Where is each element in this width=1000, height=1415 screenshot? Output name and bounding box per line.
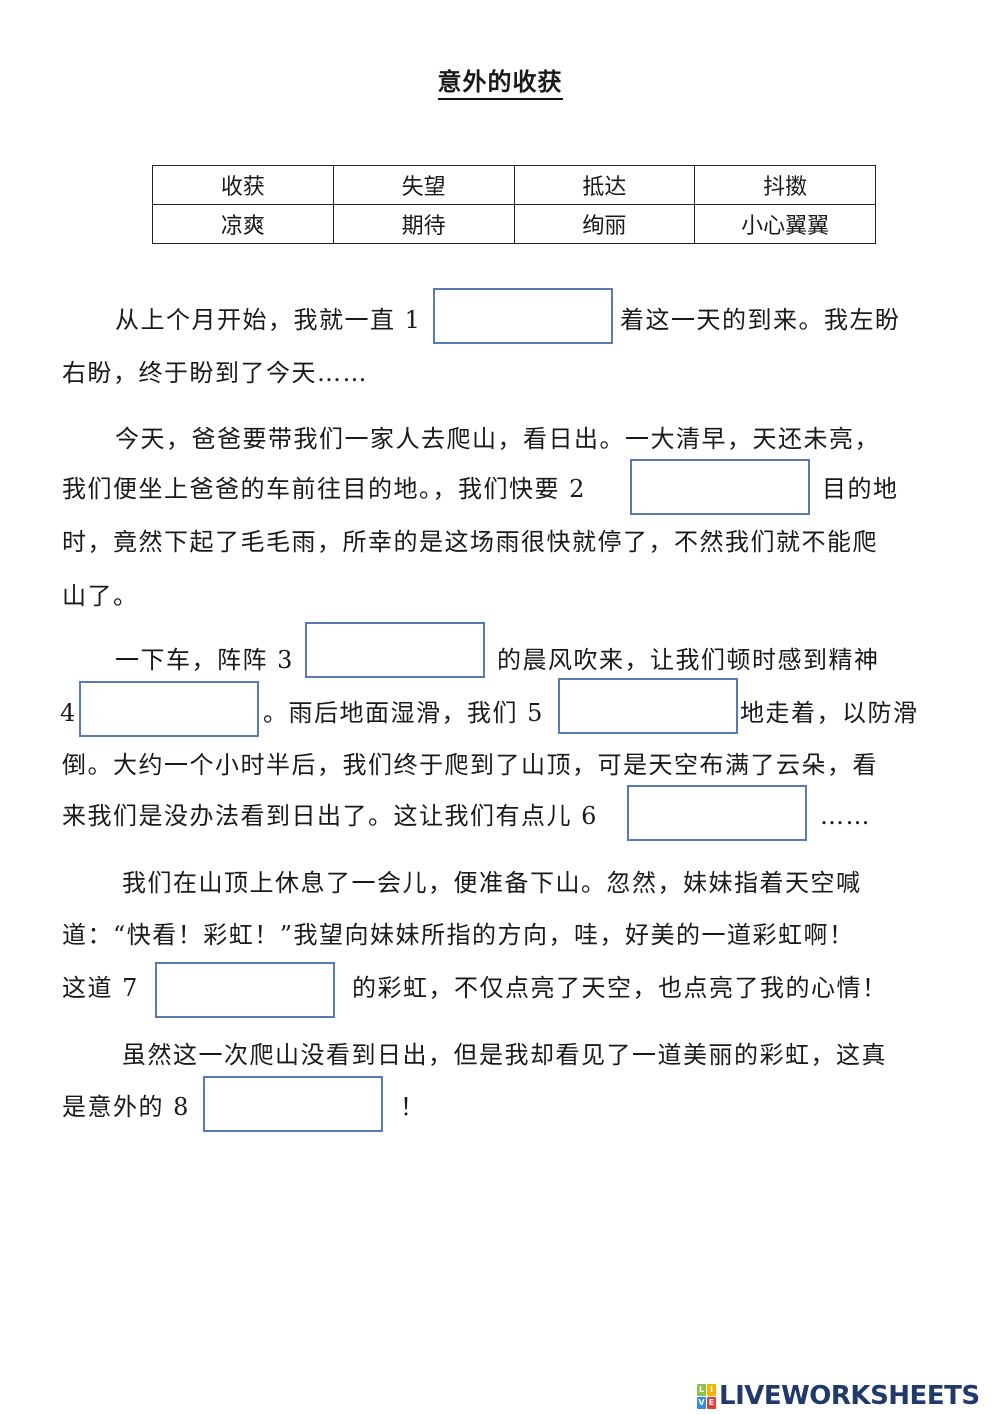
passage-text: 一下车，阵阵 3 bbox=[115, 646, 294, 674]
answer-blank-1[interactable] bbox=[433, 288, 613, 344]
word-bank-cell: 凉爽 bbox=[152, 204, 334, 244]
passage-text: 着这一天的到来。我左盼 bbox=[620, 306, 901, 334]
word-bank-cell: 绚丽 bbox=[513, 204, 696, 244]
answer-blank-6[interactable] bbox=[627, 785, 807, 841]
passage-text: 的晨风吹来，让我们顿时感到精神 bbox=[497, 646, 880, 674]
passage-text: 从上个月开始，我就一直 1 bbox=[115, 306, 422, 334]
passage-text: 地走着，以防滑 bbox=[740, 699, 919, 727]
passage-text: 右盼，终于盼到了今天…… bbox=[62, 359, 368, 387]
passage-text: 倒。大约一个小时半后，我们终于爬到了山顶，可是天空布满了云朵，看 bbox=[62, 751, 878, 779]
passage-text: 我们便坐上爸爸的车前往目的地。，我们快要 2 bbox=[62, 475, 586, 503]
passage-text: 山了。 bbox=[62, 582, 139, 610]
logo-text: LIVEWORKSHEETS bbox=[719, 1381, 980, 1411]
passage-text: 目的地 bbox=[822, 475, 899, 503]
passage-text: 。雨后地面湿滑，我们 5 bbox=[263, 699, 544, 727]
word-bank-cell: 收获 bbox=[152, 165, 334, 205]
passage-text: ！ bbox=[400, 1093, 426, 1121]
word-bank-row: 凉爽 期待 绚丽 小心翼翼 bbox=[152, 204, 876, 244]
passage-text: 4 bbox=[60, 699, 77, 727]
passage-text: 我们在山顶上休息了一会儿，便准备下山。忽然，妹妹指着天空喊 bbox=[122, 869, 862, 897]
passage-text: 这道 7 bbox=[62, 974, 139, 1002]
passage-text: 来我们是没办法看到日出了。这让我们有点儿 6 bbox=[62, 802, 598, 830]
worksheet-title: 意外的收获 bbox=[0, 62, 1000, 100]
word-bank-cell: 抖擞 bbox=[694, 165, 876, 205]
answer-blank-5[interactable] bbox=[558, 678, 738, 734]
word-bank-cell: 小心翼翼 bbox=[694, 204, 876, 244]
answer-blank-2[interactable] bbox=[630, 459, 810, 515]
passage-text: 今天，爸爸要带我们一家人去爬山，看日出。一大清早，天还未亮， bbox=[115, 425, 880, 453]
passage-text: …… bbox=[820, 802, 871, 830]
passage-text: 虽然这一次爬山没看到日出，但是我却看见了一道美丽的彩虹，这真 bbox=[122, 1041, 887, 1069]
word-bank-cell: 期待 bbox=[332, 204, 515, 244]
passage-text: 的彩虹，不仅点亮了天空，也点亮了我的心情！ bbox=[352, 974, 888, 1002]
word-bank-cell: 失望 bbox=[332, 165, 515, 205]
passage-text: 道：“快看！彩虹！”我望向妹妹所指的方向，哇，好美的一道彩虹啊！ bbox=[62, 921, 855, 949]
live-grid-icon: L I V E bbox=[697, 1383, 716, 1409]
answer-blank-3[interactable] bbox=[305, 622, 485, 678]
word-bank-table: 收获 失望 抵达 抖擞 凉爽 期待 绚丽 小心翼翼 bbox=[152, 165, 876, 244]
passage-text: 是意外的 8 bbox=[62, 1093, 190, 1121]
liveworksheets-logo: L I V E LIVEWORKSHEETS bbox=[697, 1381, 980, 1411]
word-bank-cell: 抵达 bbox=[513, 165, 696, 205]
passage-text: 时，竟然下起了毛毛雨，所幸的是这场雨很快就停了，不然我们就不能爬 bbox=[62, 528, 878, 556]
word-bank-row: 收获 失望 抵达 抖擞 bbox=[152, 165, 876, 205]
answer-blank-8[interactable] bbox=[203, 1076, 383, 1132]
answer-blank-4[interactable] bbox=[79, 681, 259, 737]
answer-blank-7[interactable] bbox=[155, 962, 335, 1018]
